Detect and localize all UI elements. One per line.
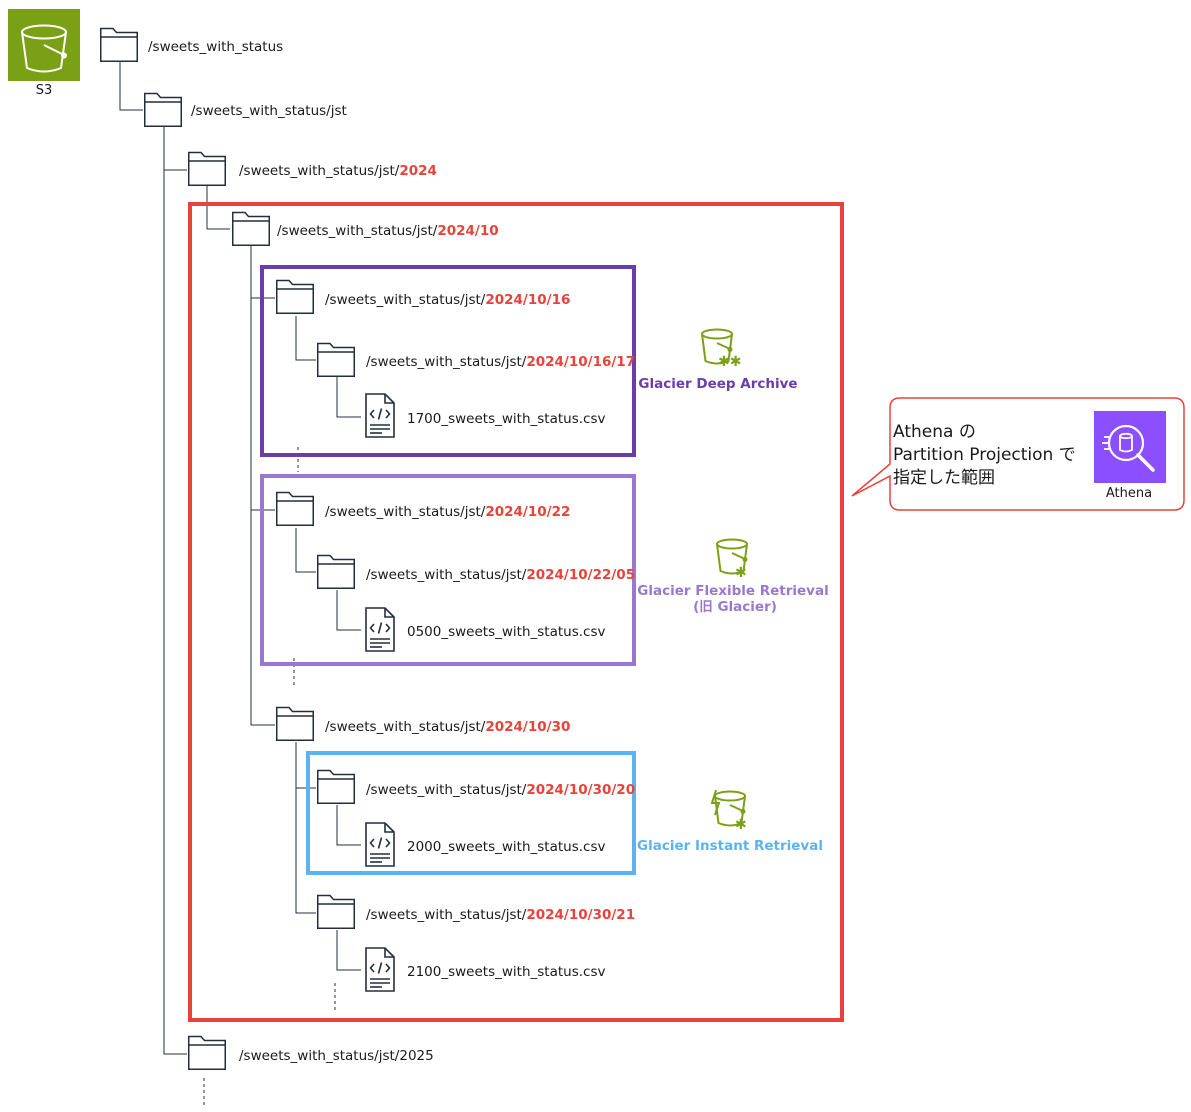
file-icon[interactable]: [365, 393, 395, 438]
file-icon[interactable]: [365, 947, 395, 992]
continuation-dots: [203, 447, 336, 1108]
folder-icon[interactable]: [276, 491, 314, 526]
glacier-deep-archive-icon: ✱✱: [701, 328, 741, 370]
folder-label-root[interactable]: /sweets_with_status: [148, 39, 283, 55]
folder-icon[interactable]: [144, 92, 182, 127]
folder-label-2024-10-30[interactable]: /sweets_with_status/jst/2024/10/30: [325, 719, 570, 735]
athena-icon: [1094, 411, 1166, 483]
folder-icon[interactable]: [276, 706, 314, 741]
s3-icon: [8, 9, 80, 81]
folder-label-2024[interactable]: /sweets_with_status/jst/2024: [239, 163, 437, 179]
tier-label-flexible-retrieval: Glacier Flexible Retrieval: [637, 583, 828, 599]
athena-label: Athena: [1106, 486, 1152, 501]
s3-label: S3: [36, 83, 53, 98]
svg-text:✱: ✱: [735, 817, 747, 833]
callout-line-2: Partition Projection で: [893, 445, 1076, 465]
folder-label-2024-10-16-17[interactable]: /sweets_with_status/jst/2024/10/16/17: [366, 354, 635, 370]
tier-label-deep-archive: Glacier Deep Archive: [638, 376, 797, 392]
file-label-2100[interactable]: 2100_sweets_with_status.csv: [407, 964, 605, 980]
svg-text:✱: ✱: [735, 565, 747, 581]
callout-line-1: Athena の: [893, 422, 976, 442]
folder-icon[interactable]: [100, 27, 138, 62]
folder-label-2024-10-16[interactable]: /sweets_with_status/jst/2024/10/16: [325, 292, 570, 308]
glacier-instant-retrieval-icon: ✱: [710, 789, 747, 833]
file-label-0500[interactable]: 0500_sweets_with_status.csv: [407, 624, 605, 640]
folder-icon[interactable]: [276, 279, 314, 314]
folder-icon[interactable]: [317, 554, 355, 589]
deep-archive-box: [260, 265, 636, 457]
instant-retrieval-box: [306, 751, 636, 875]
projection-range-box: [188, 202, 844, 1022]
folder-icon[interactable]: [188, 151, 226, 186]
folder-label-2024-10[interactable]: /sweets_with_status/jst/2024/10: [277, 223, 499, 239]
tier-label-instant-retrieval: Glacier Instant Retrieval: [637, 838, 823, 854]
glacier-flexible-retrieval-icon: ✱: [716, 538, 749, 581]
folder-icon[interactable]: [317, 769, 355, 804]
folder-label-2025[interactable]: /sweets_with_status/jst/2025: [239, 1048, 434, 1064]
folder-label-2024-10-30-21[interactable]: /sweets_with_status/jst/2024/10/30/21: [366, 907, 635, 923]
file-icon[interactable]: [365, 607, 395, 652]
file-label-2000[interactable]: 2000_sweets_with_status.csv: [407, 839, 605, 855]
folder-label-2024-10-22[interactable]: /sweets_with_status/jst/2024/10/22: [325, 504, 570, 520]
callout-line-3: 指定した範囲: [893, 468, 995, 488]
flexible-retrieval-box: [260, 474, 636, 666]
folder-icon[interactable]: [317, 342, 355, 377]
folder-icon[interactable]: [232, 211, 270, 246]
folder-icon[interactable]: [317, 894, 355, 929]
file-icon[interactable]: [365, 822, 395, 867]
folder-icon[interactable]: [188, 1035, 226, 1070]
file-label-1700[interactable]: 1700_sweets_with_status.csv: [407, 411, 605, 427]
tier-label-flexible-retrieval-old: (旧 Glacier): [693, 599, 777, 615]
folder-label-2024-10-30-20[interactable]: /sweets_with_status/jst/2024/10/30/20: [366, 782, 635, 798]
folder-label-2024-10-22-05[interactable]: /sweets_with_status/jst/2024/10/22/05: [366, 567, 635, 583]
folder-label-jst[interactable]: /sweets_with_status/jst: [191, 103, 347, 119]
svg-text:✱✱: ✱✱: [718, 354, 741, 370]
